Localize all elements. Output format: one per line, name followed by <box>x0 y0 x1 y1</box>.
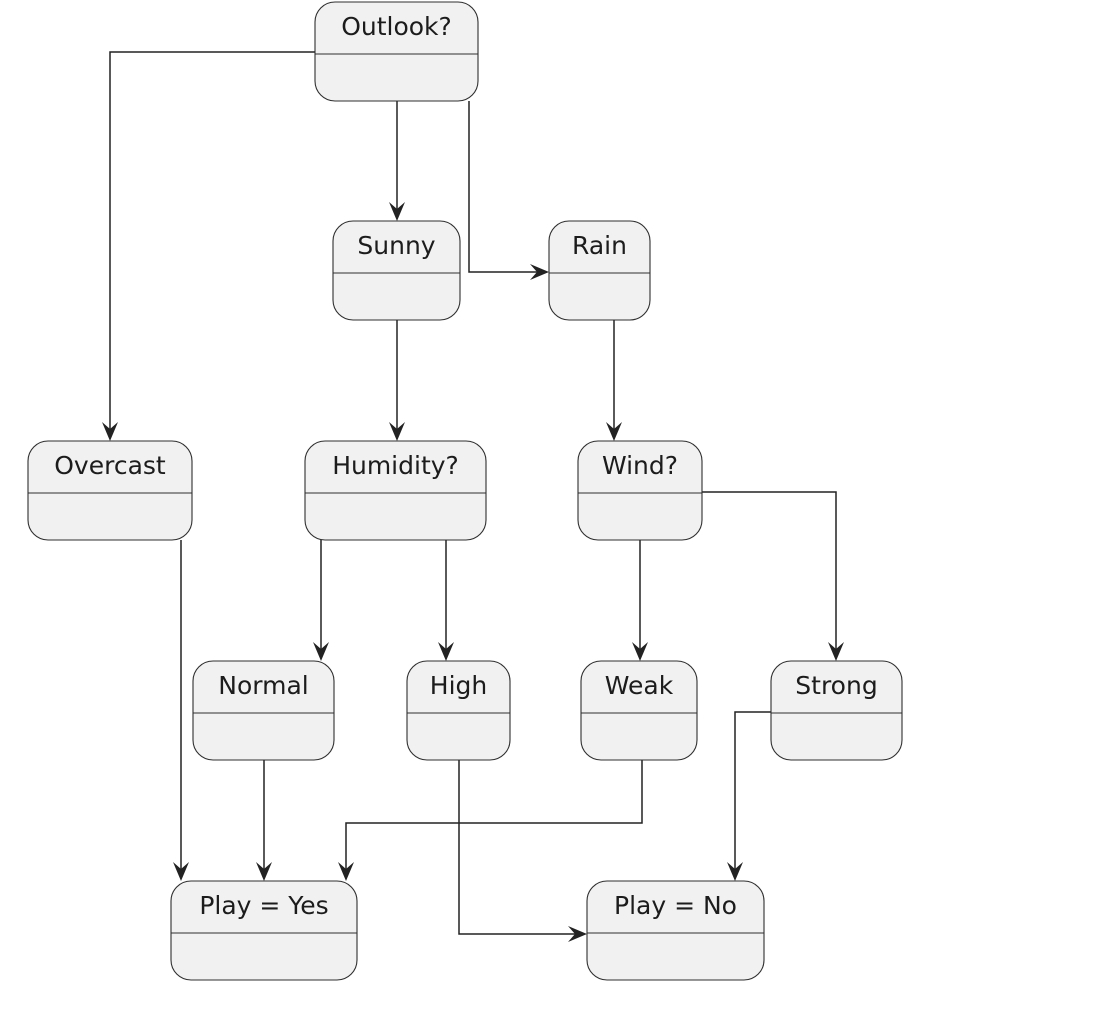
edge-line <box>458 760 577 935</box>
node-box <box>314 1 479 102</box>
node-label: Weak <box>605 671 674 700</box>
edge-outlook-to-rain <box>468 101 549 280</box>
arrow-head-icon <box>102 422 118 441</box>
arrow-head-icon <box>389 202 405 221</box>
edge-outlook-to-sunny <box>389 101 405 221</box>
node-label: Wind? <box>602 451 678 480</box>
edge-humidity-to-high <box>438 540 454 661</box>
arrow-head-icon <box>828 642 844 661</box>
arrow-head-icon <box>438 642 454 661</box>
arrow-head-icon <box>313 642 329 661</box>
edge-line <box>468 101 539 273</box>
edge-layer <box>102 51 844 942</box>
node-box <box>304 440 487 541</box>
node-overcast: Overcast <box>27 440 193 541</box>
node-label: Play = No <box>614 891 737 920</box>
node-wind: Wind? <box>577 440 703 541</box>
node-label: Humidity? <box>332 451 459 480</box>
node-high: High <box>406 660 511 761</box>
node-label: High <box>430 671 487 700</box>
edge-normal-to-play-yes <box>256 760 272 881</box>
edge-high-to-play-no <box>458 760 587 942</box>
arrow-head-icon <box>389 422 405 441</box>
node-humidity: Humidity? <box>304 440 487 541</box>
edge-line <box>109 51 315 431</box>
node-rain: Rain <box>548 220 651 321</box>
node-label: Rain <box>572 231 627 260</box>
node-label: Strong <box>795 671 877 700</box>
node-weak: Weak <box>580 660 698 761</box>
edge-rain-to-wind <box>606 320 622 441</box>
edge-outlook-to-overcast <box>102 51 315 441</box>
node-label: Sunny <box>357 231 435 260</box>
node-play-no: Play = No <box>586 880 765 981</box>
edge-strong-to-play-no <box>727 711 771 881</box>
node-box <box>170 880 358 981</box>
arrow-head-icon <box>338 862 354 881</box>
arrow-head-icon <box>256 862 272 881</box>
edge-sunny-to-humidity <box>389 320 405 441</box>
node-play-yes: Play = Yes <box>170 880 358 981</box>
node-box <box>27 440 193 541</box>
arrow-head-icon <box>606 422 622 441</box>
node-normal: Normal <box>192 660 335 761</box>
edge-overcast-to-play-yes <box>173 540 189 881</box>
node-box <box>770 660 903 761</box>
edge-wind-to-strong <box>702 491 844 661</box>
edge-weak-to-play-yes <box>338 760 643 881</box>
node-outlook: Outlook? <box>314 1 479 102</box>
edge-humidity-to-normal <box>313 540 329 661</box>
node-box <box>406 660 511 761</box>
node-sunny: Sunny <box>332 220 461 321</box>
node-box <box>192 660 335 761</box>
edge-line <box>734 711 771 871</box>
arrow-head-icon <box>568 926 587 942</box>
arrow-head-icon <box>727 862 743 881</box>
node-label: Overcast <box>54 451 166 480</box>
arrow-head-icon <box>173 862 189 881</box>
arrow-head-icon <box>530 264 549 280</box>
node-box <box>332 220 461 321</box>
node-box <box>548 220 651 321</box>
edge-line <box>702 491 837 651</box>
node-box <box>577 440 703 541</box>
node-label: Normal <box>218 671 308 700</box>
node-label: Outlook? <box>341 12 452 41</box>
node-label: Play = Yes <box>199 891 328 920</box>
node-box <box>586 880 765 981</box>
arrow-head-icon <box>632 642 648 661</box>
edge-wind-to-weak <box>632 540 648 661</box>
edge-line <box>345 760 643 871</box>
node-box <box>580 660 698 761</box>
node-strong: Strong <box>770 660 903 761</box>
